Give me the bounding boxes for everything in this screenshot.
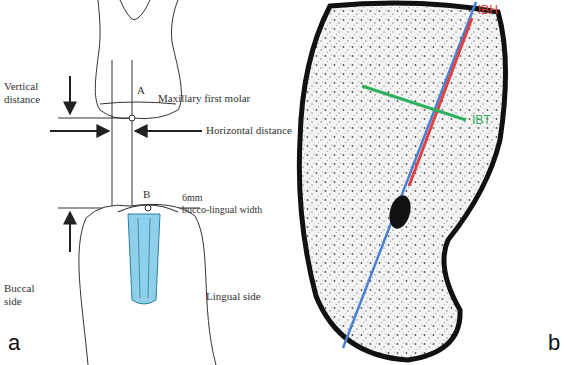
width-arc [118, 205, 178, 212]
guide-lines [58, 60, 200, 212]
measure-label: IBT [472, 114, 491, 128]
implant [128, 214, 160, 304]
axis-line [343, 2, 476, 348]
panel-label: a [8, 330, 20, 355]
side-label: Lingual side [206, 290, 261, 303]
dimension-label: Vertical distance [4, 80, 62, 105]
panel-label: b [548, 330, 560, 355]
dimension-label: 6mm [182, 192, 203, 204]
ibt-line [362, 86, 466, 120]
bone-cross-section [299, 3, 505, 360]
dimension-label: bucco-lingual width [182, 204, 262, 216]
measure-label: IBH [478, 4, 498, 18]
point-label: B [143, 188, 150, 201]
point-label: A [137, 84, 145, 97]
side-label: Buccal side [4, 282, 48, 307]
part-name: Maxillary first molar [158, 92, 250, 105]
point-a [129, 115, 135, 121]
alveolar-bone [79, 204, 216, 365]
point-b [145, 205, 151, 211]
dimension-label: Horizontal distance [206, 124, 292, 137]
ibh-line [409, 18, 472, 186]
canal [386, 193, 414, 231]
